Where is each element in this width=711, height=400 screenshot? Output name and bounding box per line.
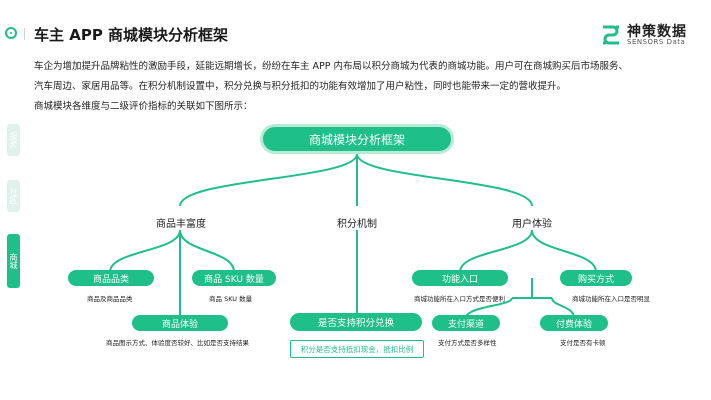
node-function-entry: 功能入口 <box>412 270 508 286</box>
logo-text-cn: 神策数据 <box>627 24 687 40</box>
desc-purchase-method: 商城功能所在入口是否明显 <box>572 295 650 303</box>
connector-cat1-category <box>109 229 181 273</box>
intro-line-2: 汽车周边、家居用品等。在积分机制设置中，积分兑换与积分抵扣的功能有效增加了用户粘… <box>34 81 567 92</box>
sensors-data-logo-icon <box>603 25 619 45</box>
side-tab-service[interactable]: 服务 <box>7 124 20 156</box>
desc-payment-channel: 支付方式是否多样性 <box>438 339 497 347</box>
desc-payment-experience: 支付是否有卡顿 <box>560 339 606 347</box>
side-tab-mall[interactable]: 商城 <box>7 234 20 288</box>
node-payment-channel: 支付渠道 <box>432 315 500 331</box>
node-product-sku: 商品 SKU 数量 <box>192 270 276 286</box>
side-tab-label: 服务 <box>9 132 18 148</box>
desc-product-sku: 商品 SKU 数量 <box>209 295 253 303</box>
connector-entry-payment <box>465 278 575 319</box>
title-divider <box>24 28 25 40</box>
side-tab-community[interactable]: 社区 <box>7 180 20 212</box>
root-node: 商城模块分析框架 <box>260 124 454 154</box>
page-title: 车主 APP 商城模块分析框架 <box>34 26 229 44</box>
connector-root-left <box>179 153 358 207</box>
desc-product-experience: 商品图示方式、体验度否较好、比如是否支持结果 <box>106 339 249 347</box>
node-purchase-method: 购买方式 <box>560 270 632 286</box>
side-tab-label: 商城 <box>9 253 18 269</box>
connector-cat3-purchase <box>531 229 597 273</box>
title-bullet-icon <box>5 27 17 39</box>
category-user-experience: 用户体验 <box>500 215 564 230</box>
box-points-deduction: 积分是否支持抵扣现金，抵扣比例 <box>290 340 424 358</box>
node-points-support: 是否支持积分兑换 <box>290 313 422 331</box>
node-product-category: 商品品类 <box>68 270 154 286</box>
category-product-richness: 商品丰富度 <box>145 215 217 230</box>
connector-cat3-entry <box>459 229 533 273</box>
intro-line-1: 车企为增加提升品牌粘性的激励手段，延能远期增长，纷纷在车主 APP 内布局以积分… <box>34 61 628 72</box>
connector-cat1-sku <box>179 229 235 273</box>
connector-root-right <box>356 153 533 207</box>
logo-text-en: SENSORS Data <box>627 38 686 46</box>
desc-product-category: 商品及商品品类 <box>87 295 133 303</box>
node-payment-experience: 付费体验 <box>540 315 608 331</box>
desc-function-entry: 商城功能所在入口方式是否便利 <box>414 295 505 303</box>
side-tab-label: 社区 <box>9 188 18 204</box>
node-product-experience: 商品体验 <box>132 315 228 331</box>
category-points-mechanism: 积分机制 <box>325 215 389 230</box>
intro-line-3: 商城模块各维度与二级评价指标的关联如下图所示： <box>34 101 253 112</box>
